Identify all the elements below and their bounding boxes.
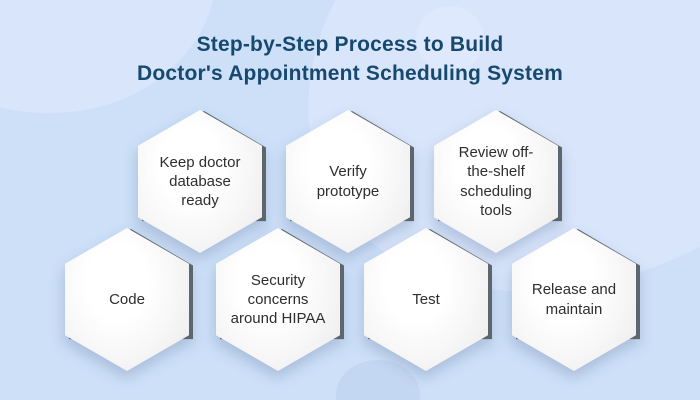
hex-step-keep-doctor-database-ready: Keep doctor database ready: [138, 110, 266, 253]
step-label: Security concerns around HIPAA: [230, 271, 326, 328]
hex-step-verify-prototype: Verify prototype: [286, 110, 414, 253]
hex-step-review-off-the-shelf-scheduling-tools: Review off- the-shelf scheduling tools: [434, 110, 562, 253]
step-label: Code: [109, 290, 145, 308]
step-label: Release and maintain: [531, 281, 617, 318]
step-label: Keep doctor database ready: [159, 153, 241, 210]
hexagon-face: Test: [364, 228, 488, 371]
step-label: Review off- the-shelf scheduling tools: [458, 144, 534, 219]
hexagon-face: Security concerns around HIPAA: [216, 228, 340, 371]
hexagon-face: Release and maintain: [512, 228, 636, 371]
step-label: Verify prototype: [316, 163, 380, 200]
hex-step-code: Code: [65, 228, 193, 371]
step-label: Test: [412, 290, 440, 308]
hexagon-face: Code: [65, 228, 189, 371]
background-circle-near-title: [416, 6, 484, 72]
hex-step-security-concerns-around-hipaa: Security concerns around HIPAA: [216, 228, 344, 371]
page-title: Step-by-Step Process to Build Doctor's A…: [136, 33, 564, 86]
hex-step-test: Test: [364, 228, 492, 371]
hex-step-release-and-maintain: Release and maintain: [512, 228, 640, 371]
